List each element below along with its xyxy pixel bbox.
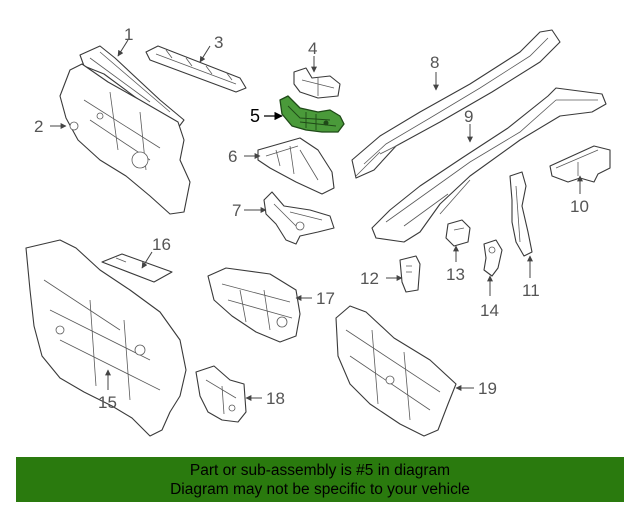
info-banner: Part or sub-assembly is #5 in diagram Di… — [16, 457, 624, 502]
part-4-shape — [293, 67, 341, 99]
part-18-shape — [195, 365, 247, 423]
callout-11: 11 — [522, 281, 540, 300]
callout-14: 14 — [480, 301, 499, 320]
callout-16: 16 — [152, 235, 171, 254]
part-15-shape — [25, 239, 187, 437]
part-13-shape — [445, 219, 471, 247]
part-6-shape — [257, 137, 335, 195]
part-19-shape — [335, 305, 457, 437]
callout-19: 19 — [478, 379, 497, 398]
parts-diagram: 1 2 3 4 5 6 7 8 9 10 11 12 13 14 15 16 1… — [25, 25, 611, 437]
callout-leaders — [50, 39, 583, 401]
part-1-shape — [79, 45, 185, 129]
callout-9: 9 — [464, 107, 473, 126]
callout-13: 13 — [446, 265, 465, 284]
part-5-highlighted-shape — [279, 95, 345, 133]
callout-18: 18 — [266, 389, 285, 408]
callout-4: 4 — [308, 39, 317, 58]
callout-6: 6 — [228, 147, 237, 166]
callout-1: 1 — [124, 25, 133, 44]
part-12-shape — [399, 255, 421, 293]
callout-8: 8 — [430, 53, 439, 72]
callout-2: 2 — [34, 117, 43, 136]
callout-7: 7 — [232, 201, 241, 220]
callout-10: 10 — [570, 197, 589, 216]
part-14-shape — [483, 239, 503, 277]
part-8-shape — [351, 29, 561, 179]
part-10-shape — [549, 145, 611, 183]
callout-17: 17 — [316, 289, 335, 308]
callout-12: 12 — [360, 269, 379, 288]
banner-line-2: Diagram may not be specific to your vehi… — [170, 481, 470, 498]
callout-3: 3 — [214, 33, 223, 52]
part-7-shape — [263, 191, 335, 245]
callout-5-highlighted: 5 — [250, 106, 260, 126]
part-3-shape — [145, 45, 247, 93]
part-2-shape — [59, 63, 191, 215]
part-11-shape — [509, 171, 533, 257]
part-9-shape — [371, 87, 607, 243]
banner-line-1: Part or sub-assembly is #5 in diagram — [189, 462, 451, 479]
part-16-shape — [101, 253, 173, 283]
callout-15: 15 — [98, 393, 117, 412]
part-17-shape — [207, 267, 301, 343]
